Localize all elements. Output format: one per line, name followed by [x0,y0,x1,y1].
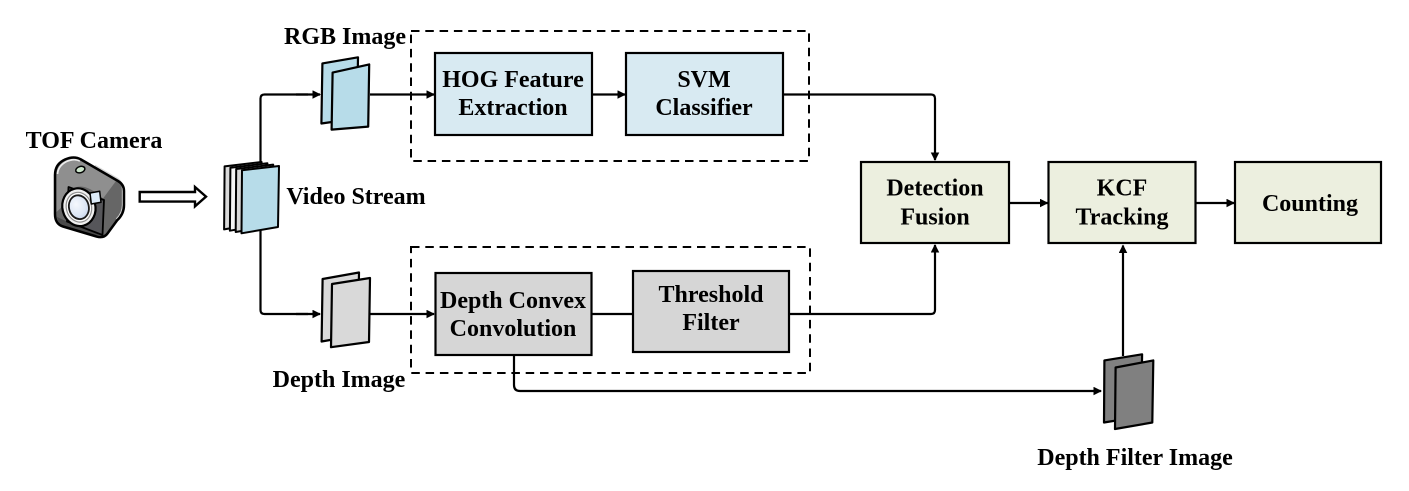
svg-text:TOF Camera: TOF Camera [26,128,163,154]
svg-text:Depth Convex: Depth Convex [440,288,586,314]
svg-text:Detection: Detection [886,176,983,202]
svg-text:Depth Filter Image: Depth Filter Image [1037,445,1233,471]
svg-text:Threshold: Threshold [659,282,765,308]
svg-text:Tracking: Tracking [1076,205,1169,231]
svg-text:Video Stream: Video Stream [286,184,425,210]
svg-text:KCF: KCF [1097,176,1148,202]
svg-text:Depth Image: Depth Image [273,367,406,393]
svg-text:Convolution: Convolution [450,316,577,342]
svg-text:Fusion: Fusion [900,205,969,231]
svg-text:SVM: SVM [677,67,730,93]
svg-text:HOG Feature: HOG Feature [442,67,584,93]
svg-text:Extraction: Extraction [458,95,567,121]
svg-text:Classifier: Classifier [655,95,753,121]
svg-text:Counting: Counting [1262,191,1358,217]
svg-text:RGB Image: RGB Image [284,24,406,50]
svg-text:Filter: Filter [682,310,740,336]
